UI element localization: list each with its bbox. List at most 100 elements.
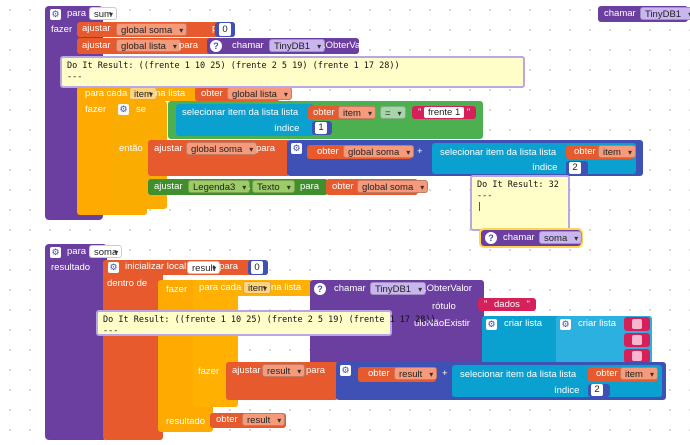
empty-string-box[interactable] xyxy=(632,319,642,329)
gear-icon[interactable]: ⚙ xyxy=(486,319,497,330)
gear-icon[interactable]: ⚙ xyxy=(50,247,61,258)
procedure-name-field[interactable]: soma xyxy=(89,245,123,259)
call-label: chamar xyxy=(604,8,636,19)
variable-dropdown[interactable]: global soma xyxy=(186,142,258,156)
do-it-result-bubble: Do It Result: 32 --- | xyxy=(470,175,570,231)
variable-dropdown[interactable]: item xyxy=(620,367,658,381)
get-label: obter xyxy=(332,181,354,192)
variable-dropdown[interactable]: global soma xyxy=(357,180,429,194)
variable-dropdown[interactable]: item xyxy=(598,145,636,159)
number-block[interactable]: 0 xyxy=(248,260,268,275)
variable-dropdown[interactable]: result xyxy=(242,413,286,427)
empty-string-block[interactable] xyxy=(624,317,650,331)
string-value[interactable]: frente 1 xyxy=(424,107,465,118)
get-result-block[interactable]: obter result xyxy=(358,367,438,382)
get-item-block[interactable]: obter item xyxy=(308,106,376,120)
dot-label: . xyxy=(248,181,251,192)
compare-block[interactable]: selecionar item da lista lista índice ob… xyxy=(168,101,483,139)
index-label: índice xyxy=(532,162,558,173)
item-var[interactable]: item xyxy=(129,87,157,101)
call-label: chamar xyxy=(503,232,535,243)
get-global-lista-block[interactable]: obter global lista xyxy=(195,87,292,101)
init-local-header[interactable]: ⚙ inicializar local result para xyxy=(103,260,268,275)
procedure-soma-block[interactable]: ⚙ para soma resultado xyxy=(45,244,123,440)
quote-icon: " xyxy=(484,299,488,310)
number-block[interactable]: 2 xyxy=(566,161,588,175)
index-label: índice xyxy=(274,123,300,134)
get-label: obter xyxy=(313,107,335,118)
component-dropdown[interactable]: TinyDB1 xyxy=(640,7,690,21)
variable-dropdown[interactable]: global lista xyxy=(116,39,181,53)
inside-label: dentro de xyxy=(107,278,148,289)
quote-icon: " xyxy=(526,299,530,310)
string-block[interactable]: " frente 1 " xyxy=(412,106,477,119)
procedure-dropdown[interactable]: soma xyxy=(539,231,583,245)
call-tinydb-getvalue-block[interactable]: ? chamar TinyDB1 .ObterValor xyxy=(207,38,371,54)
component-dropdown[interactable]: Legenda3 xyxy=(188,180,251,194)
set-global-soma-add-block[interactable]: ajustar global soma para xyxy=(148,140,290,176)
empty-string-block[interactable] xyxy=(624,333,650,347)
get-result-block[interactable]: obter result xyxy=(210,413,286,428)
set-global-soma-block[interactable]: ajustar global soma para xyxy=(77,22,235,37)
set-result-block[interactable]: ajustar result para xyxy=(226,362,338,400)
set-label-text-block[interactable]: ajustar Legenda3 . Texto para xyxy=(148,179,328,195)
plus-label: + xyxy=(442,368,448,379)
init-local-block[interactable]: dentro de xyxy=(103,260,163,440)
number-value[interactable]: 1 xyxy=(315,122,327,134)
select-item-label: selecionar item da lista lista xyxy=(460,369,577,380)
gear-icon[interactable]: ⚙ xyxy=(108,262,119,273)
tag-string-block[interactable]: " dados " xyxy=(478,298,536,311)
procedure-para-label: para xyxy=(67,246,87,257)
foreach-header[interactable]: para cada item na lista xyxy=(193,280,313,296)
get-global-soma-block[interactable]: obter global soma xyxy=(307,145,415,159)
do-label: fazer xyxy=(166,284,188,295)
number-block[interactable]: 0 xyxy=(215,22,235,37)
variable-dropdown[interactable]: result xyxy=(262,364,306,378)
item-var[interactable]: item xyxy=(243,281,271,295)
get-item-block[interactable]: obter item xyxy=(588,367,658,382)
select-item-label: selecionar item da lista lista xyxy=(182,107,299,118)
foreach-label: para cada xyxy=(199,282,242,293)
get-global-soma-block[interactable]: obter global soma xyxy=(326,179,429,195)
variable-dropdown[interactable]: global soma xyxy=(116,23,188,37)
gear-icon[interactable]: ⚙ xyxy=(291,143,302,154)
empty-string-box[interactable] xyxy=(632,335,642,345)
number-value[interactable]: 2 xyxy=(591,384,603,396)
get-item-block[interactable]: obter item xyxy=(566,145,636,159)
variable-dropdown[interactable]: global lista xyxy=(227,87,292,101)
empty-string-box[interactable] xyxy=(632,351,642,361)
help-icon[interactable]: ? xyxy=(210,40,222,52)
variable-dropdown[interactable]: result xyxy=(394,367,438,381)
empty-string-block[interactable] xyxy=(624,349,650,363)
local-var-field[interactable]: result xyxy=(187,261,221,275)
select-list-item-block[interactable]: selecionar item da lista lista índice xyxy=(176,104,314,136)
procedure-name-field[interactable]: sum xyxy=(89,7,117,21)
set-label: ajustar xyxy=(154,143,183,154)
gear-icon[interactable]: ⚙ xyxy=(118,104,129,115)
number-block[interactable]: 1 xyxy=(312,121,332,135)
help-icon[interactable]: ? xyxy=(314,283,326,295)
get-label: obter xyxy=(574,146,596,157)
do-it-result-bubble: Do It Result: ((frente 1 10 25) (frente … xyxy=(60,56,525,88)
number-value[interactable]: 0 xyxy=(251,261,263,274)
number-value[interactable]: 0 xyxy=(219,23,231,36)
string-value[interactable]: dados xyxy=(490,299,524,310)
gear-icon[interactable]: ⚙ xyxy=(340,365,351,376)
result-label: resultado xyxy=(51,262,91,273)
call-soma-block[interactable]: ? chamar soma xyxy=(479,228,583,248)
gear-icon[interactable]: ⚙ xyxy=(50,9,61,20)
component-dropdown[interactable]: TinyDB1 xyxy=(269,39,326,53)
number-block[interactable]: 2 xyxy=(588,384,610,397)
variable-dropdown[interactable]: global soma xyxy=(343,145,415,159)
call-tinydb-block[interactable]: chamar TinyDB1 xyxy=(598,6,690,22)
gear-icon[interactable]: ⚙ xyxy=(560,319,571,330)
component-dropdown[interactable]: TinyDB1 xyxy=(370,282,427,296)
set-label: ajustar xyxy=(154,181,183,192)
help-icon[interactable]: ? xyxy=(485,232,497,244)
operator-dropdown[interactable]: = xyxy=(380,106,406,120)
variable-dropdown[interactable]: item xyxy=(338,106,376,120)
property-dropdown[interactable]: Texto xyxy=(252,180,295,194)
number-value[interactable]: 2 xyxy=(569,162,581,174)
set-global-lista-block[interactable]: ajustar global lista para xyxy=(77,38,212,54)
quote-icon: " xyxy=(418,107,422,118)
